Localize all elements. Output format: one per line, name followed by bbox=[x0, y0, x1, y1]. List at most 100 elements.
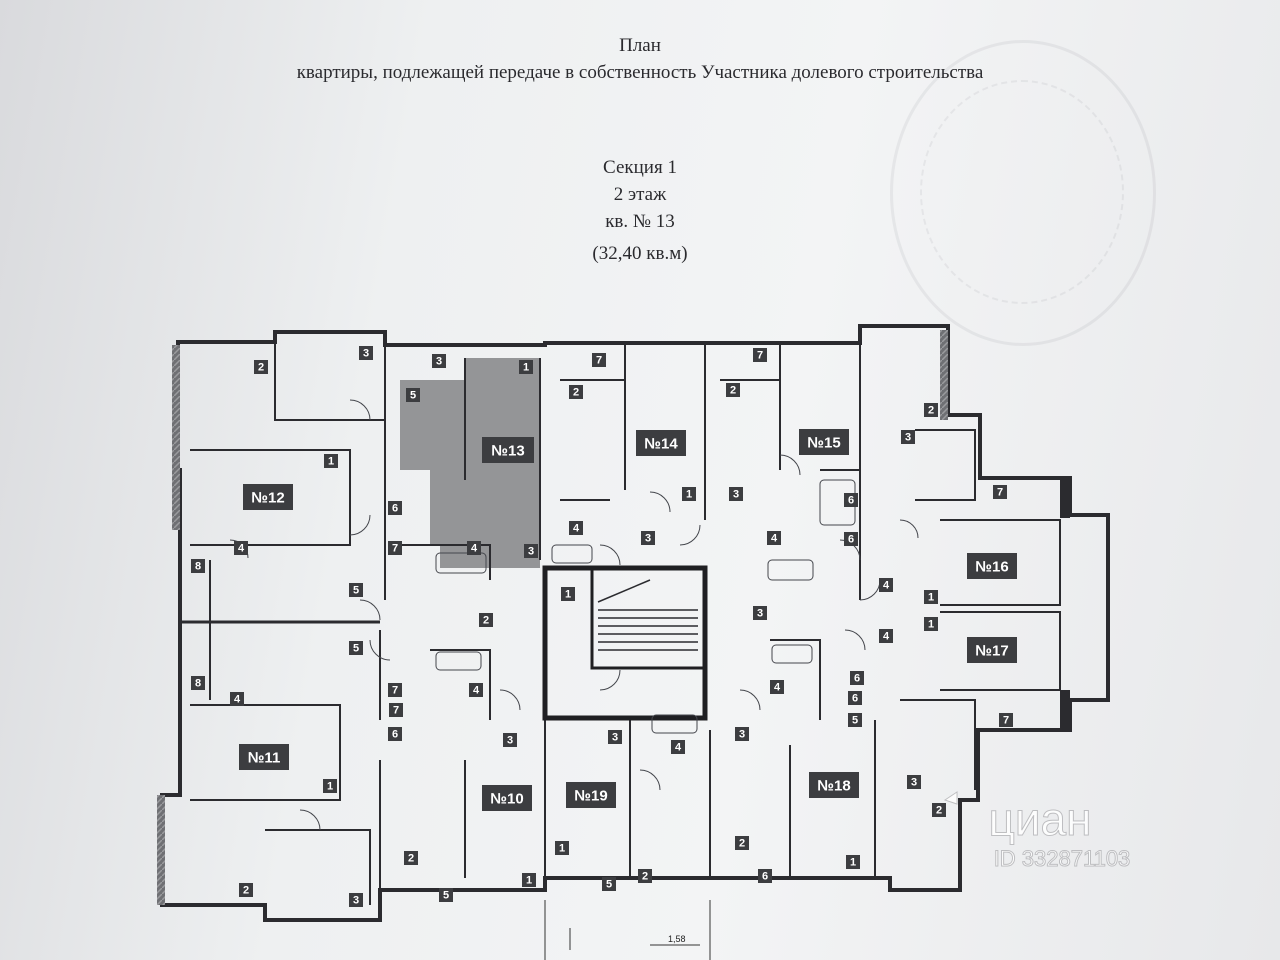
apartment-tag-bg bbox=[809, 772, 859, 798]
room-tag-bg bbox=[770, 680, 784, 694]
room-number: 6 bbox=[762, 871, 768, 883]
room-tag: 1 bbox=[522, 873, 536, 887]
room-tag-bg bbox=[641, 531, 655, 545]
room-tag: 3 bbox=[608, 730, 622, 744]
room-number: 5 bbox=[852, 715, 858, 727]
room-tag-bg bbox=[932, 803, 946, 817]
room-tag: 6 bbox=[388, 727, 402, 741]
room-tag: 2 bbox=[638, 869, 652, 883]
interior-walls bbox=[190, 342, 1061, 905]
room-tag-bg bbox=[924, 590, 938, 604]
room-tag-bg bbox=[230, 692, 244, 706]
room-number: 5 bbox=[353, 585, 359, 597]
room-number: 3 bbox=[733, 489, 739, 501]
apartment-tag-16: №16 bbox=[967, 553, 1017, 579]
room-tag-bg bbox=[735, 727, 749, 741]
room-tag: 4 bbox=[767, 531, 781, 545]
room-tag: 5 bbox=[439, 888, 453, 902]
room-number: 5 bbox=[606, 879, 612, 891]
room-tag: 4 bbox=[569, 521, 583, 535]
faded-stamp bbox=[890, 40, 1156, 346]
room-number: 2 bbox=[243, 885, 249, 897]
apartment-13-highlight bbox=[400, 358, 540, 568]
room-tag: 1 bbox=[924, 590, 938, 604]
room-number: 7 bbox=[392, 685, 398, 697]
room-tag-bg bbox=[592, 353, 606, 367]
room-number: 6 bbox=[848, 534, 854, 546]
apartment-tag-bg bbox=[239, 744, 289, 770]
room-tag: 1 bbox=[924, 617, 938, 631]
apartment-number: №13 bbox=[491, 443, 524, 460]
room-number: 6 bbox=[852, 693, 858, 705]
room-tag-bg bbox=[879, 629, 893, 643]
room-tag: 4 bbox=[879, 578, 893, 592]
room-tag-bg bbox=[467, 541, 481, 555]
room-tag-bg bbox=[388, 727, 402, 741]
cian-watermark: циан ID 332871103 bbox=[943, 791, 1131, 872]
room-tag: 6 bbox=[758, 869, 772, 883]
room-tag: 4 bbox=[879, 629, 893, 643]
room-tag-bg bbox=[234, 541, 248, 555]
room-tag-bg bbox=[359, 346, 373, 360]
room-number: 1 bbox=[523, 362, 529, 374]
room-number: 4 bbox=[774, 682, 781, 694]
watermark-brand: циан bbox=[988, 793, 1091, 845]
room-tag-bg bbox=[767, 531, 781, 545]
room-number: 4 bbox=[573, 523, 580, 535]
room-number: 7 bbox=[997, 487, 1003, 499]
room-tag-bg bbox=[239, 883, 253, 897]
room-tag-bg bbox=[349, 893, 363, 907]
room-number: 4 bbox=[771, 533, 778, 545]
dimension-marker: 1,58 bbox=[544, 900, 711, 960]
room-tag-bg bbox=[844, 532, 858, 546]
bathtubs bbox=[435, 479, 856, 734]
room-tag-bg bbox=[519, 360, 533, 374]
room-tag: 3 bbox=[641, 531, 655, 545]
room-tag: 3 bbox=[753, 606, 767, 620]
room-tag: 3 bbox=[907, 775, 921, 789]
room-tag: 4 bbox=[469, 683, 483, 697]
room-tag: 4 bbox=[234, 541, 248, 555]
room-tag-bg bbox=[561, 587, 575, 601]
room-tag-bg bbox=[608, 730, 622, 744]
room-tag: 5 bbox=[406, 388, 420, 402]
room-tag: 1 bbox=[555, 841, 569, 855]
apartment-tag-12: №12 bbox=[243, 484, 293, 510]
room-number: 6 bbox=[848, 495, 854, 507]
room-tag-bg bbox=[901, 430, 915, 444]
room-tag: 1 bbox=[846, 855, 860, 869]
room-tag-bg bbox=[323, 779, 337, 793]
room-tag-bg bbox=[388, 541, 402, 555]
apartment-label: кв. № 13 bbox=[605, 211, 675, 232]
room-number: 7 bbox=[392, 543, 398, 555]
room-tag-bg bbox=[753, 606, 767, 620]
apartment-tag-bg bbox=[967, 553, 1017, 579]
room-tag-bg bbox=[324, 454, 338, 468]
room-number: 1 bbox=[850, 857, 856, 869]
room-tag: 7 bbox=[388, 541, 402, 555]
room-tag: 3 bbox=[432, 354, 446, 368]
wall-hatch-bottom-left bbox=[157, 795, 165, 905]
room-number: 4 bbox=[234, 694, 241, 706]
room-number: 3 bbox=[528, 546, 534, 558]
room-tag: 3 bbox=[359, 346, 373, 360]
room-tag: 2 bbox=[479, 613, 493, 627]
room-tag: 1 bbox=[324, 454, 338, 468]
room-tag: 4 bbox=[467, 541, 481, 555]
wall-hatch-left bbox=[172, 345, 180, 530]
room-number: 5 bbox=[410, 390, 416, 402]
apartment-tag-bg bbox=[566, 782, 616, 808]
room-number: 8 bbox=[195, 678, 201, 690]
room-tag-bg bbox=[879, 578, 893, 592]
room-number: 1 bbox=[328, 456, 334, 468]
room-number: 2 bbox=[642, 871, 648, 883]
column-2 bbox=[1060, 690, 1070, 730]
room-number: 1 bbox=[928, 592, 934, 604]
apartment-tag-11: №11 bbox=[239, 744, 289, 770]
apartment-tag-19: №19 bbox=[566, 782, 616, 808]
room-number: 1 bbox=[526, 875, 532, 887]
